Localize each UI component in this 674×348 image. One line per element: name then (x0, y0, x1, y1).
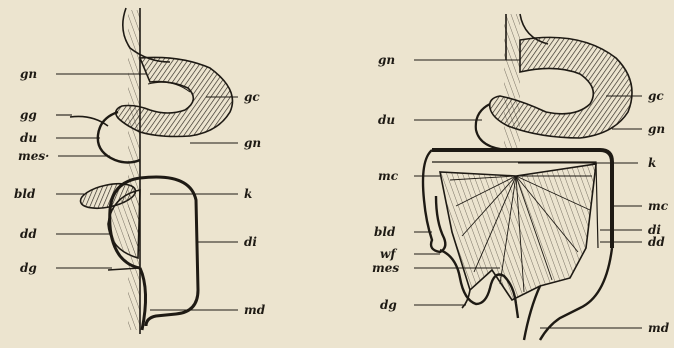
right-label-md: md (648, 322, 669, 334)
left-label-bld: bld (14, 188, 35, 200)
right-label-gn-top: gn (378, 54, 395, 66)
right-label-mes: mes (372, 262, 399, 274)
left-label-di: di (244, 236, 257, 248)
left-label-md: md (244, 304, 265, 316)
left-label-k: k (244, 188, 252, 200)
right-label-dd: dd (648, 236, 665, 248)
left-label-du: du (20, 132, 37, 144)
left-dorsal-mesentery (128, 10, 140, 330)
right-label-gn-right: gn (648, 123, 665, 135)
left-label-gc: gc (244, 91, 260, 103)
right-label-mc-right: mc (648, 200, 668, 212)
right-label-k: k (648, 157, 656, 169)
left-label-mes: mes· (18, 150, 49, 162)
right-label-gc: gc (648, 90, 664, 102)
right-mesentery-fan (440, 164, 596, 300)
left-rectum (140, 268, 146, 330)
left-label-gn-right: gn (244, 137, 261, 149)
left-label-dd: dd (20, 228, 37, 240)
left-label-dg: dg (20, 262, 37, 274)
right-label-mc-left: mc (378, 170, 398, 182)
left-figure (70, 8, 233, 334)
right-label-bld: bld (374, 226, 395, 238)
right-label-wf: wf (380, 248, 396, 260)
left-label-gg: gg (20, 109, 37, 121)
right-figure (423, 14, 632, 340)
right-label-du: du (378, 114, 395, 126)
right-bladder (423, 150, 445, 252)
left-label-gn-top: gn (20, 68, 37, 80)
left-intestine-loop (140, 177, 198, 326)
right-label-dg: dg (380, 299, 397, 311)
